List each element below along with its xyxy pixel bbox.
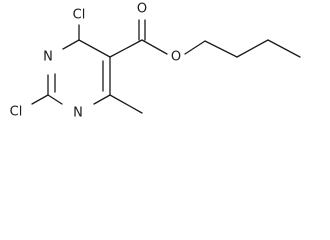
- atom-cl-bottom: Cl: [10, 105, 23, 120]
- bond-chain-1: [204, 40, 238, 58]
- bond-o-ch2: [184, 40, 206, 55]
- ring-bonds: [47, 39, 111, 105]
- bond-c5-c4: [78, 39, 111, 58]
- bond-c6-methyl: [109, 94, 143, 114]
- bond-c5-carbonyl-c: [109, 39, 143, 58]
- atom-o-ester: O: [171, 50, 181, 65]
- atom-cl-top: Cl: [73, 8, 86, 23]
- structure-diagram: Cl N N Cl O O: [10, 2, 301, 121]
- bond-chain-2: [236, 39, 269, 58]
- bond-c2-cl: [31, 94, 49, 105]
- bond-carbonyl-c-o-ester: [141, 39, 168, 55]
- atom-labels: Cl N N Cl O O: [10, 2, 181, 121]
- bond-c2-n1: [47, 94, 63, 105]
- bond-c4-n3: [62, 39, 80, 50]
- atom-n-lower: N: [73, 106, 83, 121]
- atom-n-upper: N: [43, 50, 53, 65]
- bond-n1-c6: [93, 94, 111, 105]
- substituent-bonds: [31, 19, 301, 114]
- atom-o-carbonyl: O: [137, 2, 147, 17]
- bond-chain-3: [267, 39, 301, 58]
